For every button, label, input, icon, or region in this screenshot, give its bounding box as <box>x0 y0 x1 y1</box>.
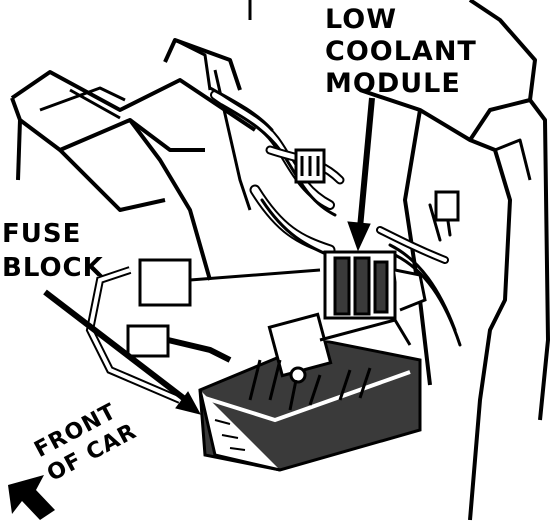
low-coolant-module-line-3: MODULE <box>325 68 461 99</box>
fuse-block-line-1: FUSE <box>2 219 82 249</box>
front-arrow-icon <box>8 475 55 520</box>
low-coolant-module <box>323 250 427 320</box>
fuse-block-label: FUSE BLOCK <box>2 217 104 285</box>
upper-connector <box>294 148 460 222</box>
low-coolant-module-line-2: COOLANT <box>325 36 477 67</box>
low-coolant-module-label: LOW COOLANT MODULE <box>325 4 477 100</box>
low-coolant-module-line-1: LOW <box>325 4 397 35</box>
firewall <box>213 0 550 521</box>
wire-clip <box>85 258 321 404</box>
fuse-block <box>198 312 422 472</box>
fuse-block-line-2: BLOCK <box>2 253 104 283</box>
cowl-panel <box>10 38 257 281</box>
wiring-harness <box>208 86 462 347</box>
leader-arrows <box>43 97 375 415</box>
